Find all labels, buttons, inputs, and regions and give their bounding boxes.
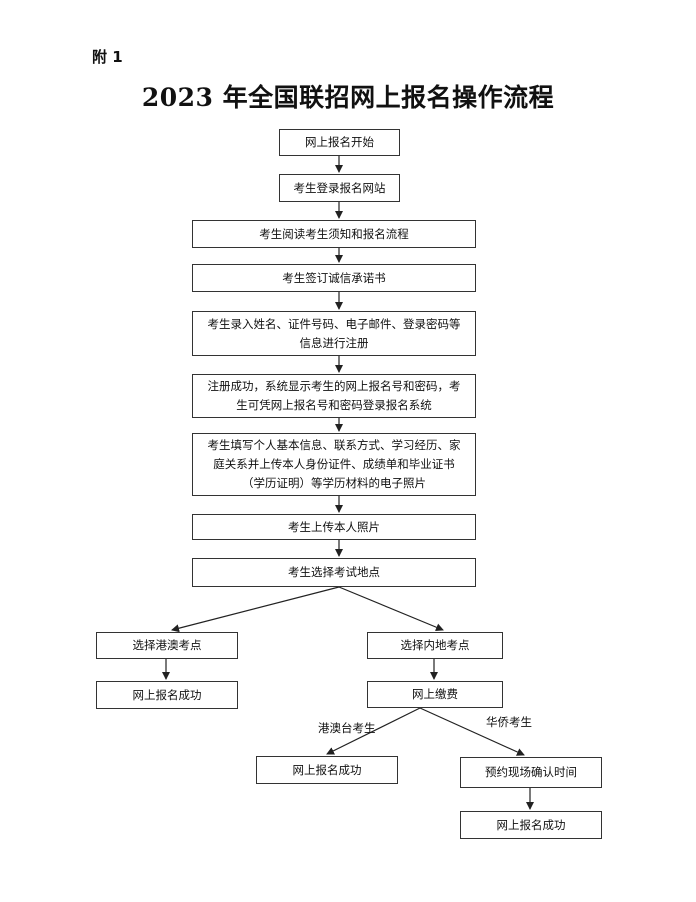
step-start: 网上报名开始: [279, 129, 400, 156]
label-hmt-candidates: 港澳台考生: [318, 721, 376, 735]
branch-payment: 网上缴费: [367, 681, 503, 708]
step-login: 考生登录报名网站: [279, 174, 400, 202]
branch-hk-macau-site: 选择港澳考点: [96, 632, 238, 659]
step-choose-site: 考生选择考试地点: [192, 558, 476, 587]
arrow-choose-mainland: [338, 586, 444, 632]
arrow-payment-overseas: [419, 707, 525, 756]
step-read: 考生阅读考生须知和报名流程: [192, 220, 476, 248]
step-register: 考生录入姓名、证件号码、电子邮件、登录密码等 信息进行注册: [192, 311, 476, 356]
arrow-payment-hmt: [326, 707, 421, 755]
page-title: 2023 年全国联招网上报名操作流程: [141, 83, 555, 112]
attachment-label: 附 1: [92, 48, 123, 66]
branch-hmt-success: 网上报名成功: [256, 756, 398, 784]
branch-schedule-confirm: 预约现场确认时间: [460, 757, 602, 788]
arrow-choose-hk: [171, 586, 340, 633]
step-upload-photo: 考生上传本人照片: [192, 514, 476, 540]
step-fill-info: 考生填写个人基本信息、联系方式、学习经历、家 庭关系并上传本人身份证件、成绩单和…: [192, 433, 476, 496]
label-overseas-candidates: 华侨考生: [486, 715, 532, 729]
branch-mainland-site: 选择内地考点: [367, 632, 503, 659]
branch-overseas-success: 网上报名成功: [460, 811, 602, 839]
branch-hk-macau-success: 网上报名成功: [96, 681, 238, 709]
step-sign: 考生签订诚信承诺书: [192, 264, 476, 292]
step-registration-success: 注册成功，系统显示考生的网上报名号和密码，考 生可凭网上报名号和密码登录报名系统: [192, 374, 476, 418]
